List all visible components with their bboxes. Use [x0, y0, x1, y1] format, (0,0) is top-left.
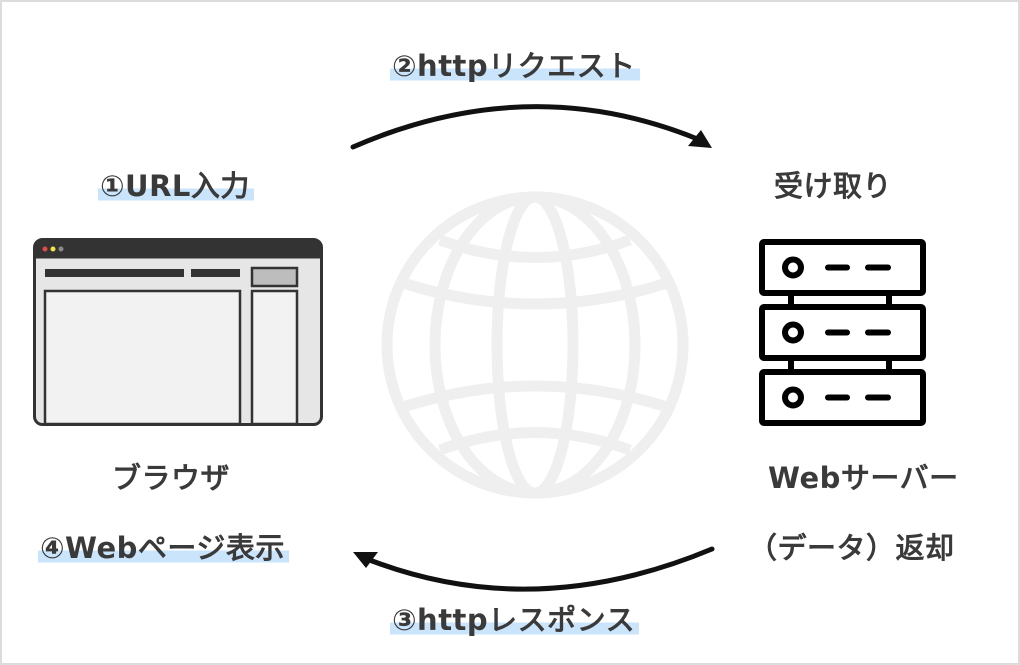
request-arrow-head [688, 130, 712, 148]
address-bar [45, 269, 184, 277]
url-input-text: ①URL入力 [98, 169, 254, 203]
browser-label: ブラウザ [112, 461, 231, 495]
response-arrow-head [353, 552, 378, 568]
http-request-label: ②httpリクエスト [390, 48, 640, 84]
http-request-text: ②httpリクエスト [390, 49, 640, 83]
http-response-text: ③httpレスポンス [390, 603, 640, 637]
receive-label: 受け取り [774, 169, 893, 203]
server-rack-icon [759, 239, 926, 426]
request-arrow-curve [350, 104, 703, 150]
browser-window-icon [33, 238, 323, 426]
sidebar-area [250, 289, 299, 426]
search-box [250, 266, 299, 288]
http-response-label: ③httpレスポンス [390, 602, 640, 638]
data-return-label: （データ）返却 [748, 531, 955, 565]
toolbar-bar [191, 269, 240, 277]
globe-icon [381, 191, 689, 499]
window-minimize-dot [50, 246, 56, 252]
window-maximize-dot [58, 246, 64, 252]
web-page-display-text: ④Webページ表示 [38, 531, 289, 565]
url-input-label: ①URL入力 [98, 168, 254, 204]
web-page-display-label: ④Webページ表示 [38, 530, 289, 566]
web-server-label: Webサーバー [768, 461, 959, 495]
window-close-dot [42, 246, 48, 252]
main-content-area [43, 289, 242, 426]
response-arrow-curve [359, 546, 715, 592]
